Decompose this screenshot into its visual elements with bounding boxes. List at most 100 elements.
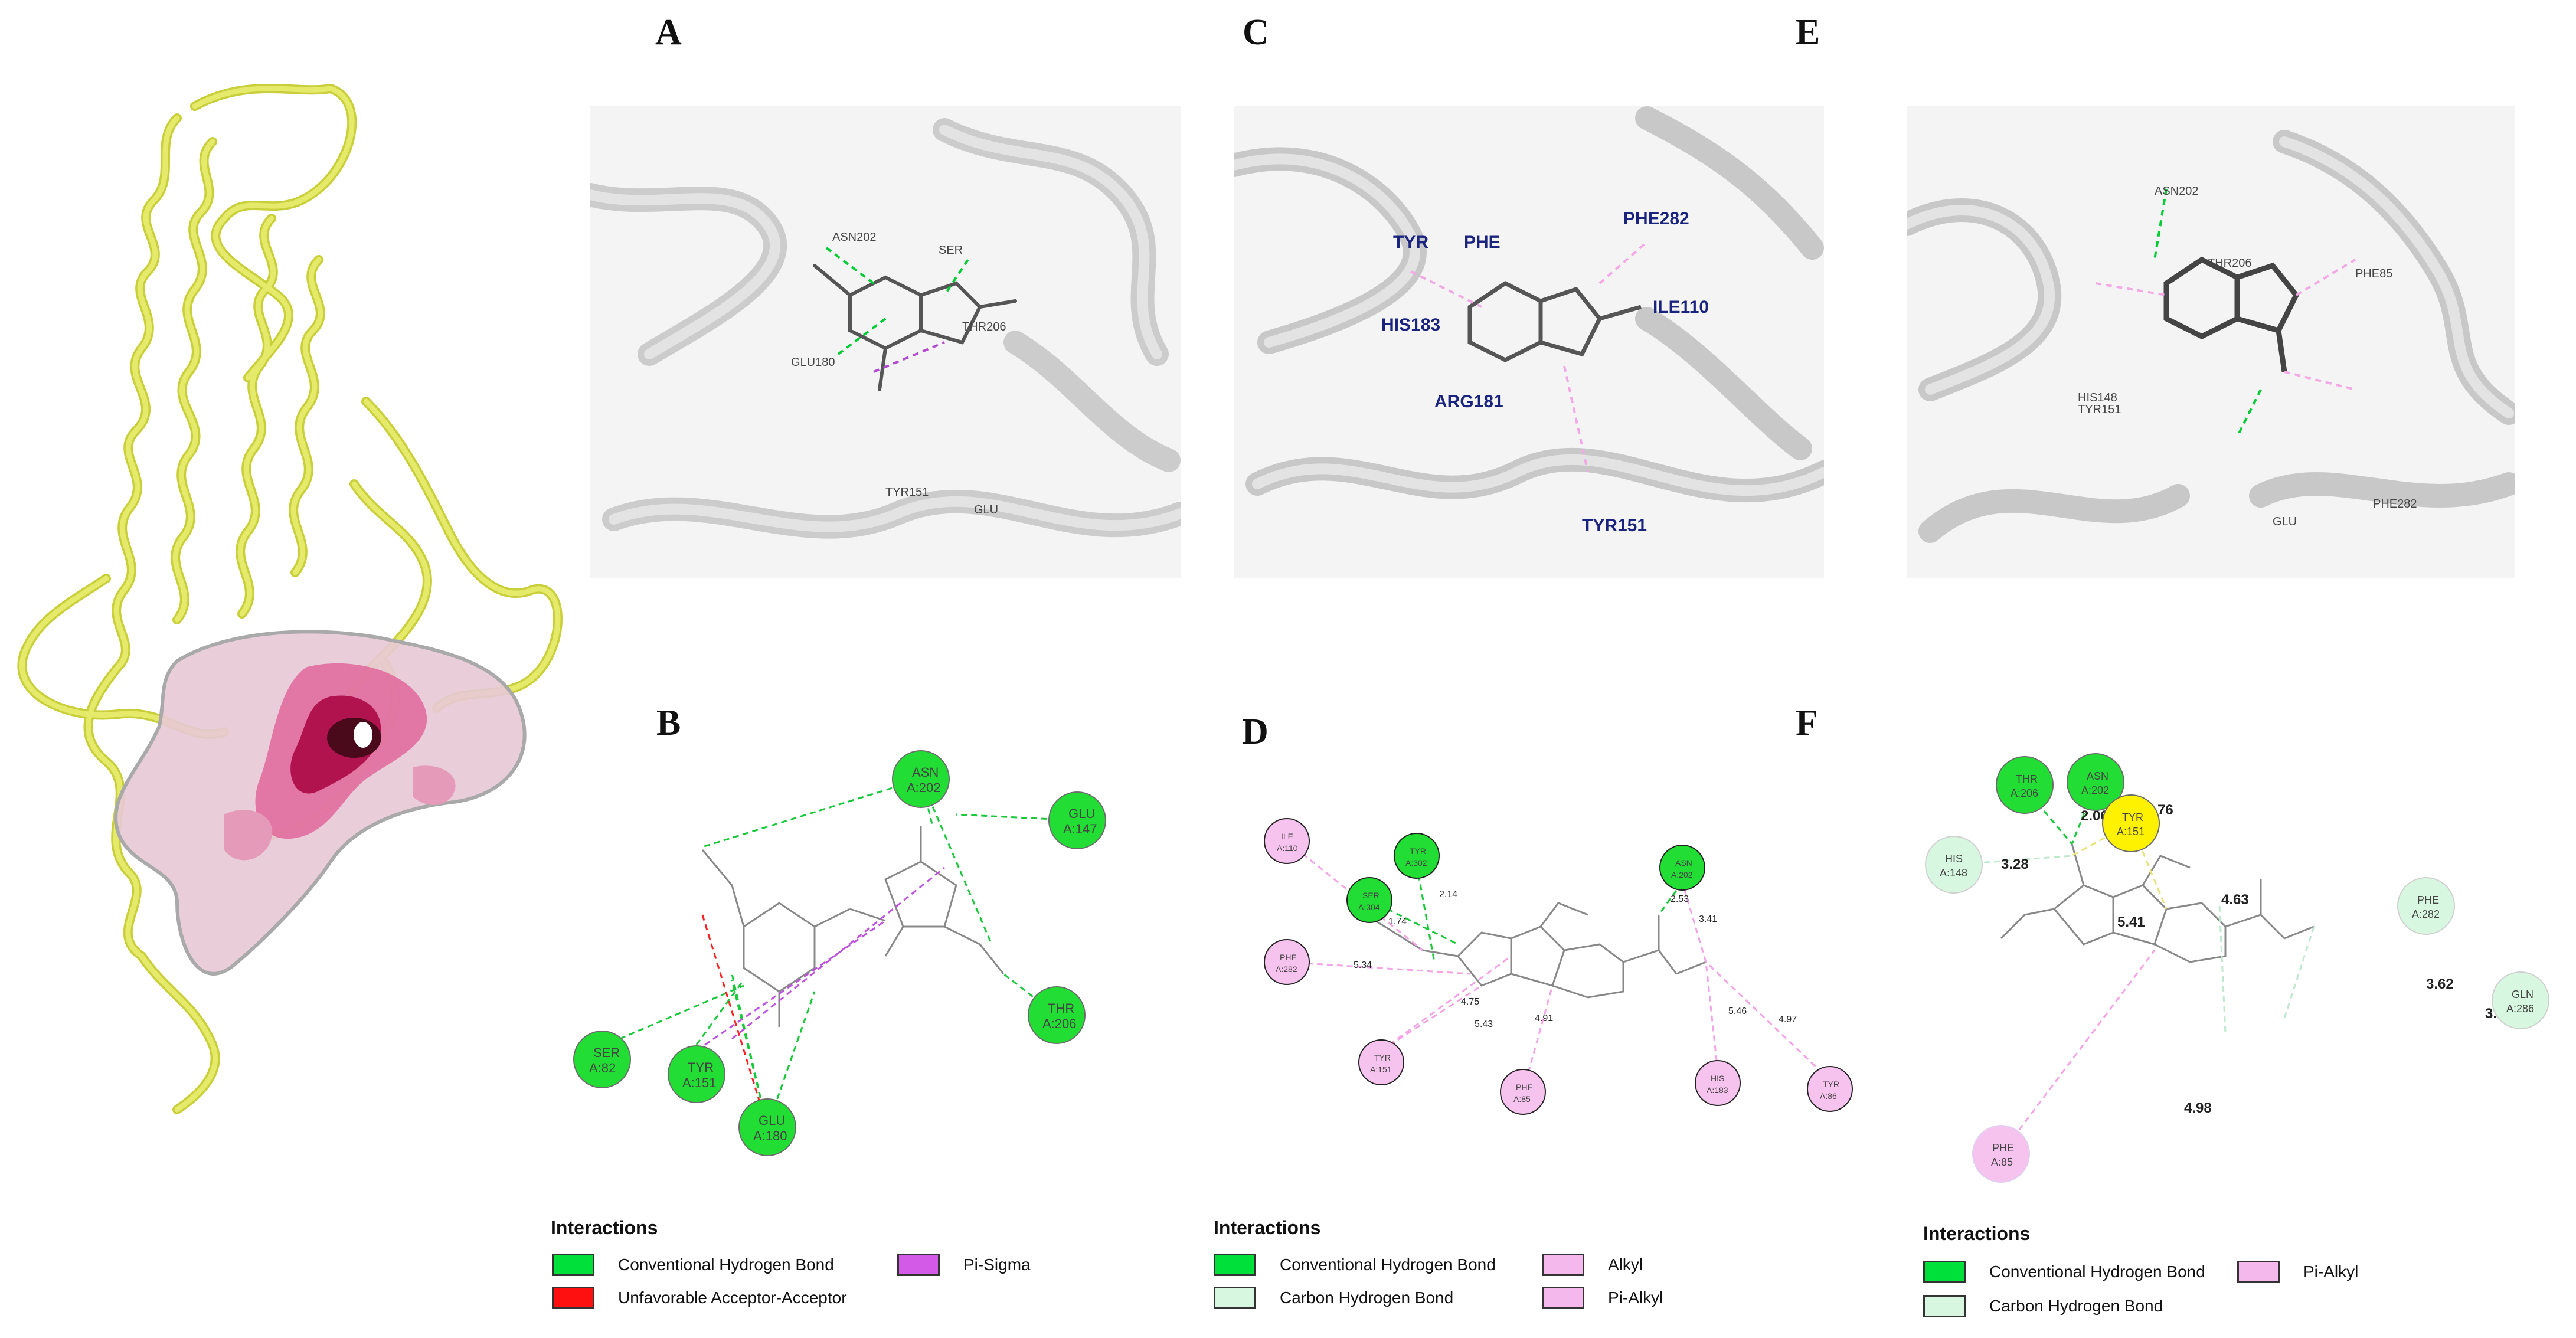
legend-item: Carbon Hydrogen Bond — [1923, 1295, 2163, 1317]
distance-label: 3.62 — [2426, 976, 2454, 992]
residue-id: A:202 — [2081, 784, 2109, 796]
residue-node — [668, 1045, 725, 1103]
residue-name: TYR — [1823, 1079, 1839, 1089]
legend-swatch — [552, 1254, 594, 1276]
residue-node — [573, 1031, 631, 1088]
legend-label: Pi-Alkyl — [1608, 1288, 1663, 1307]
residue-label: ASN202 — [2155, 185, 2199, 198]
residue-id: A:282 — [2412, 908, 2440, 920]
residue-id: A:86 — [1820, 1091, 1837, 1101]
docking-view-c: TYR PHE HIS183 ARG181 TYR151 ILE110 PHE2… — [1234, 106, 1824, 578]
residue-name: ASN — [2087, 770, 2108, 782]
distance-label: 2.14 — [1439, 889, 1457, 899]
residue-node — [1346, 877, 1392, 923]
protein-structure-image — [17, 84, 563, 1114]
distance-label: 2.53 — [1671, 894, 1689, 904]
residue-name: ILE — [1281, 832, 1293, 841]
legend-swatch — [897, 1254, 940, 1276]
residue-id: A:151 — [682, 1075, 717, 1090]
residue-label: PHE85 — [2355, 267, 2392, 280]
residue-id: A:180 — [753, 1128, 787, 1143]
distance-label: 3.28 — [2001, 856, 2029, 872]
residue-id: A:110 — [1277, 843, 1298, 853]
legend-label: Pi-Alkyl — [2303, 1262, 2359, 1281]
legend-swatch — [552, 1287, 594, 1309]
residue-node — [1500, 1069, 1546, 1115]
legend-item: Pi-Alkyl — [1542, 1287, 1663, 1309]
interaction-diagram-b: ASN A:202 GLU A:147 THR A:206 SER A:82 T… — [573, 750, 1106, 1156]
residue-label: THR206 — [962, 320, 1006, 333]
residue-name: HIS — [1945, 853, 1963, 865]
residue-label: ILE110 — [1653, 297, 1709, 317]
legend-label: Unfavorable Acceptor-Acceptor — [618, 1288, 847, 1307]
residue-name: PHE — [2417, 894, 2439, 906]
legend-title-b: Interactions — [551, 1217, 658, 1238]
residue-node — [2102, 794, 2160, 852]
residue-label: HIS148 — [2078, 391, 2117, 404]
panel-label-d: D — [1242, 712, 1269, 752]
residue-node — [892, 750, 950, 808]
residue-name: TYR — [2122, 812, 2143, 823]
residue-name: SER — [593, 1045, 620, 1060]
residue-id: A:183 — [1707, 1085, 1728, 1095]
residue-label: HIS183 — [1381, 315, 1440, 335]
panel-label-a: A — [655, 12, 682, 53]
legend-item: Conventional Hydrogen Bond — [552, 1254, 834, 1276]
legend-swatch — [1542, 1254, 1584, 1276]
residue-id: A:202 — [1671, 870, 1693, 879]
legend-item: Pi-Alkyl — [2237, 1261, 2358, 1283]
residue-node — [1394, 833, 1440, 879]
residue-name: PHE — [1280, 953, 1297, 962]
residue-name: THR — [2016, 773, 2038, 785]
residue-name: TYR — [688, 1060, 714, 1075]
legend-item: Pi-Sigma — [897, 1254, 1031, 1276]
residue-node — [2067, 753, 2124, 811]
residue-label: TYR151 — [1582, 516, 1647, 535]
residue-label: SER — [939, 244, 963, 257]
residue-id: A:82 — [589, 1061, 616, 1075]
residue-id: A:282 — [1276, 964, 1297, 974]
residue-id: A:148 — [1940, 867, 1967, 879]
residue-id: A:151 — [2117, 826, 2145, 838]
legend-label: Carbon Hydrogen Bond — [1280, 1288, 1454, 1307]
residue-node — [2492, 971, 2549, 1029]
legend-title-d: Interactions — [1214, 1217, 1321, 1238]
residue-label: GLU — [974, 503, 998, 516]
residue-node — [1659, 845, 1705, 891]
legend-swatch — [1214, 1287, 1256, 1309]
residue-id: A:85 — [1513, 1094, 1531, 1104]
distance-label: 4.97 — [1779, 1015, 1797, 1025]
residue-label: ASN202 — [832, 231, 877, 244]
residue-id: A:206 — [1042, 1016, 1077, 1031]
legend-swatch — [1923, 1261, 1966, 1283]
interaction-diagram-f: 2.06 1.76 3.28 5.41 4.63 3.62 3.27 4.98 … — [1925, 753, 2549, 1183]
residue-id: A:304 — [1358, 902, 1380, 912]
residue-name: THR — [1048, 1001, 1074, 1016]
legend-item: Unfavorable Acceptor-Acceptor — [552, 1287, 847, 1309]
legend-swatch — [2237, 1261, 2280, 1283]
interaction-diagram-d: 1.74 2.14 2.53 3.41 5.34 4.75 5.43 4.91 … — [1264, 818, 1853, 1115]
distance-label: 4.91 — [1535, 1013, 1553, 1023]
panel-label-e: E — [1796, 12, 1820, 53]
residue-label: TYR151 — [885, 486, 929, 499]
residue-name: ASN — [1675, 858, 1692, 868]
residue-label: GLU180 — [791, 356, 835, 369]
residue-id: A:85 — [1991, 1156, 2013, 1168]
legend-label: Pi-Sigma — [963, 1255, 1031, 1274]
residue-name: PHE — [1992, 1142, 2014, 1154]
distance-label: 5.46 — [1728, 1006, 1747, 1016]
residue-id: A:302 — [1405, 858, 1427, 868]
residue-label: THR206 — [2208, 257, 2251, 270]
residue-name: PHE — [1516, 1082, 1533, 1092]
panel-label-b: B — [656, 703, 681, 743]
legend-label: Conventional Hydrogen Bond — [1989, 1262, 2205, 1281]
residue-name: GLU — [759, 1113, 785, 1128]
residue-id: A:206 — [2011, 787, 2038, 799]
distance-label: 5.41 — [2117, 914, 2145, 930]
panel-label-c: C — [1243, 12, 1269, 53]
legend-label: Conventional Hydrogen Bond — [1280, 1255, 1496, 1274]
legend-swatch — [1214, 1254, 1256, 1276]
residue-name: GLN — [2512, 989, 2533, 1000]
docking-view-a: ASN202 SER THR206 GLU180 TYR151 GLU — [590, 106, 1181, 578]
residue-id: A:286 — [2506, 1003, 2534, 1015]
